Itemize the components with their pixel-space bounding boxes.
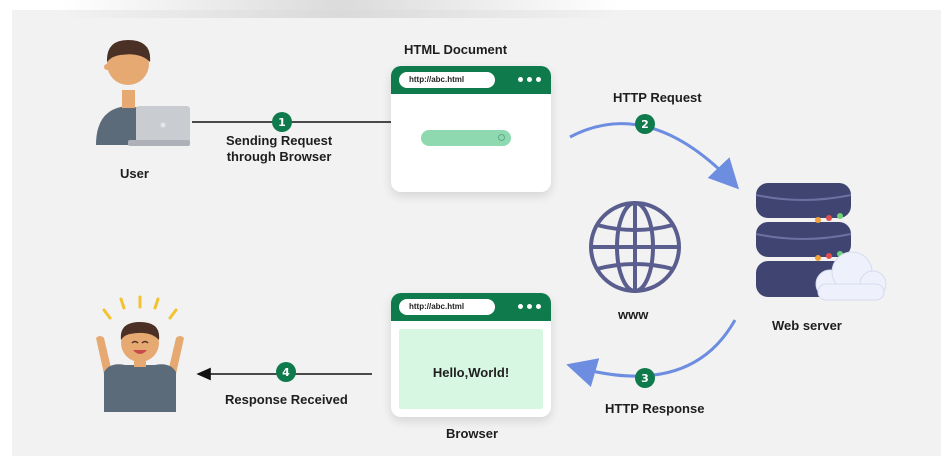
browser-title-bar: http://abc.html [391, 293, 551, 321]
page-content-area: Hello,World! [399, 329, 543, 409]
web-server-label: Web server [772, 318, 842, 333]
address-bar[interactable]: http://abc.html [399, 299, 495, 315]
search-icon [498, 134, 505, 141]
address-bar[interactable]: http://abc.html [399, 72, 495, 88]
step-badge-2: 2 [635, 114, 655, 134]
www-label: www [618, 307, 649, 322]
page-content-text: Hello,World! [432, 365, 510, 380]
web-server-icon [755, 183, 887, 301]
http-request-label: HTTP Request [613, 90, 702, 105]
step-badge-1: 1 [272, 112, 292, 132]
top-shadow-decoration [60, 0, 620, 18]
html-document-window: http://abc.html [391, 66, 551, 192]
user-label: User [120, 166, 149, 181]
more-options-icon[interactable] [518, 77, 541, 82]
cloud-icon [815, 251, 887, 301]
sending-request-label: Sending Request through Browser [226, 133, 332, 165]
happy-person-icon [96, 295, 184, 412]
step-badge-3: 3 [635, 368, 655, 388]
globe-icon [589, 201, 681, 293]
http-response-label: HTTP Response [605, 401, 705, 416]
sending-request-line1: Sending Request [226, 133, 333, 148]
step-badge-4: 4 [276, 362, 296, 382]
browser-title-bar: http://abc.html [391, 66, 551, 94]
html-document-label: HTML Document [404, 42, 508, 57]
response-browser-window: http://abc.html Hello,World! [391, 293, 551, 417]
user-icon [96, 40, 190, 146]
sending-request-line2: through Browser [226, 149, 332, 164]
http-response-arrow [566, 319, 737, 388]
http-request-arrow [569, 122, 740, 190]
browser-label: Browser [446, 426, 499, 441]
search-bar[interactable] [421, 130, 511, 146]
response-received-label: Response Received [225, 392, 348, 407]
more-options-icon[interactable] [518, 304, 541, 309]
